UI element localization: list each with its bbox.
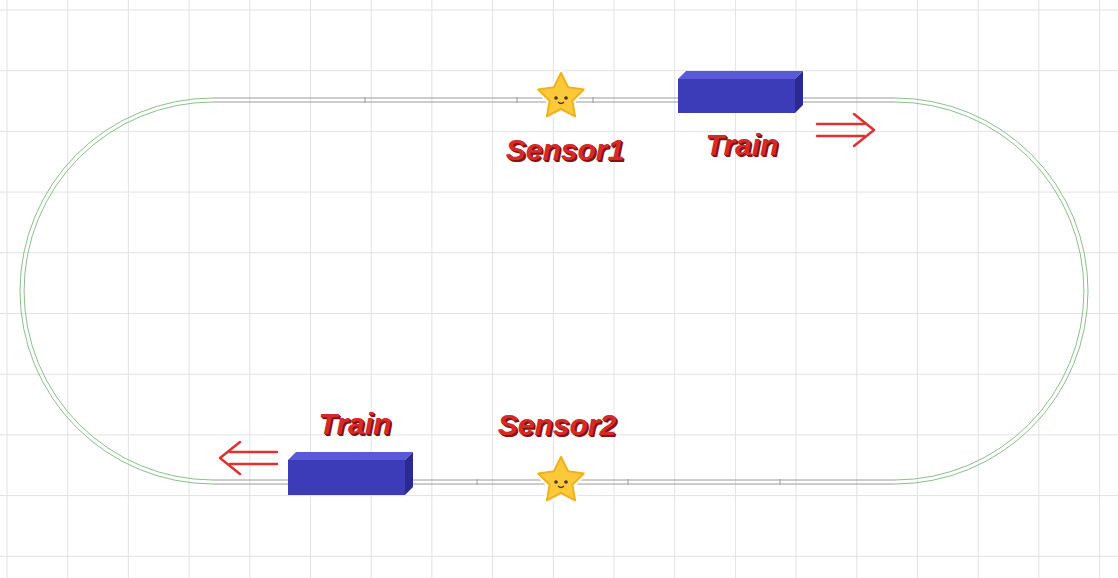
grid-line: [0, 556, 1118, 557]
grid-line: [492, 0, 493, 578]
grid-line: [917, 0, 918, 578]
arrow-head: [854, 114, 874, 146]
star-mouth: [558, 486, 564, 488]
rail-joint: [517, 97, 518, 103]
arrow-shaft: [230, 451, 277, 454]
rail-curve: [20, 98, 213, 484]
grid-line: [674, 0, 675, 578]
grid-line: [0, 131, 1118, 132]
rail-joint: [477, 479, 478, 485]
grid-line: [0, 313, 1118, 314]
direction-arrow: [817, 114, 874, 146]
train-front: [288, 460, 405, 495]
rail-curve: [895, 102, 1084, 480]
train-side: [795, 71, 803, 113]
track: [20, 97, 1088, 485]
sensor-label: Sensor1: [506, 135, 624, 165]
sensor-label: Sensor2: [498, 410, 616, 440]
grid-line: [856, 0, 857, 578]
star-body: [538, 457, 584, 500]
star-mouth: [558, 102, 564, 104]
grid-line: [0, 252, 1118, 253]
star-eye: [564, 96, 568, 100]
rail-curve: [895, 98, 1088, 484]
train-top: [288, 452, 413, 460]
arrow-shaft: [817, 135, 864, 138]
train-label: Train: [319, 409, 392, 439]
star-glow: [538, 457, 584, 500]
sensor-star: [538, 457, 584, 500]
direction-arrow: [220, 442, 277, 474]
grid-line: [1038, 0, 1039, 578]
grid-line: [0, 374, 1118, 375]
star-eye: [564, 480, 568, 484]
train-label: Train: [706, 130, 779, 160]
star-body: [538, 73, 584, 116]
star-eye: [554, 480, 558, 484]
train-side: [405, 452, 413, 495]
grid-line: [614, 0, 615, 578]
train: [288, 452, 413, 495]
sensor-star: [538, 73, 584, 116]
grid-line: [249, 0, 250, 578]
rail-joint: [780, 479, 781, 485]
grid-line: [189, 0, 190, 578]
grid-line: [128, 0, 129, 578]
star-glow: [538, 73, 584, 116]
train: [678, 71, 803, 113]
arrow-shaft: [230, 463, 277, 466]
grid-line: [7, 0, 8, 578]
grid-line: [978, 0, 979, 578]
grid-line: [431, 0, 432, 578]
train-front: [678, 79, 795, 113]
grid-line: [0, 10, 1118, 11]
grid-line: [67, 0, 68, 578]
star-eye: [554, 96, 558, 100]
rail-joint: [628, 479, 629, 485]
arrow-head: [220, 442, 240, 474]
arrow-shaft: [817, 123, 864, 126]
rail-curve: [24, 102, 213, 480]
rail-joint: [593, 97, 594, 103]
rail-joint: [365, 97, 366, 103]
grid-line: [0, 192, 1118, 193]
grid-line: [1099, 0, 1100, 578]
train-top: [678, 71, 803, 79]
